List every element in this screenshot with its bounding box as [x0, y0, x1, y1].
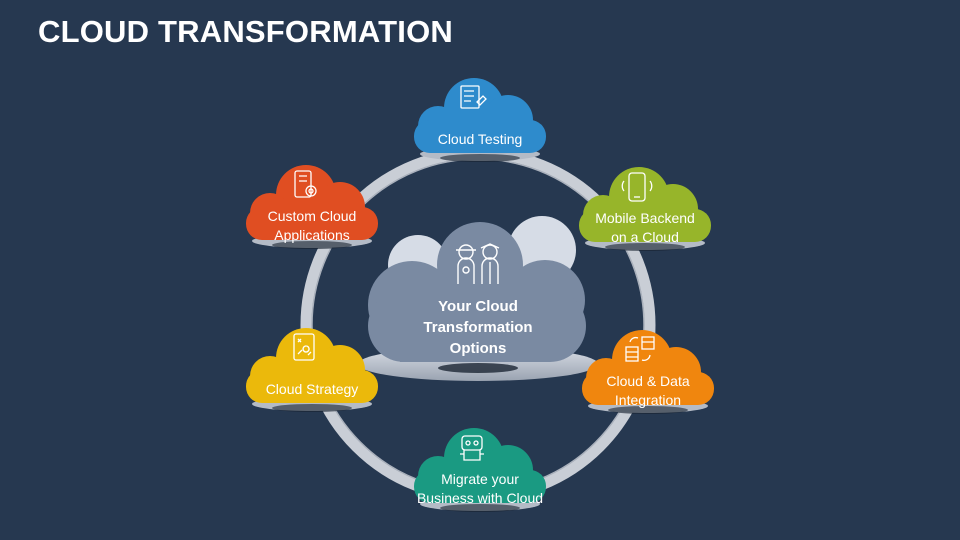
- migration-robot-icon: [460, 435, 484, 461]
- cloud-shape: [246, 328, 378, 403]
- cloud-node-cloud-strategy: [246, 328, 378, 412]
- cloud-shape: [414, 428, 546, 503]
- testing-checklist-icon: [460, 85, 487, 109]
- cloud-label-cloud-data-integration: Cloud & Data Integration: [606, 373, 690, 408]
- center-cloud: [358, 216, 598, 381]
- team-people-icon: [456, 243, 500, 284]
- strategy-board-icon: [293, 333, 315, 361]
- cloud-label-cloud-testing: Cloud Testing: [437, 130, 523, 147]
- cloud-label-custom-applications: Custom Cloud Applications: [267, 208, 357, 243]
- cloud-node-mobile-backend: [579, 167, 711, 251]
- cloud-label-migrate-business: Migrate your Business with Cloud: [416, 471, 544, 506]
- app-settings-icon: [294, 170, 317, 198]
- data-integration-icon: [625, 336, 655, 362]
- mobile-phone-icon: [621, 172, 653, 202]
- cloud-shape: [579, 167, 711, 242]
- slide-title: CLOUD TRANSFORMATION: [38, 14, 453, 49]
- cloud-node-custom-applications: [246, 165, 378, 249]
- nodes-layer: [246, 78, 714, 512]
- cloud-node-cloud-data-integration: [582, 330, 714, 414]
- cloud-shape: [582, 330, 714, 405]
- cloud-shape: [246, 165, 378, 240]
- cloud-label-mobile-backend: Mobile Backend on a Cloud: [595, 210, 695, 245]
- cloud-label-cloud-strategy: Cloud Strategy: [265, 380, 359, 397]
- center-label: Your Cloud Transformation Options: [423, 298, 533, 357]
- cloud-shape: [414, 78, 546, 153]
- cloud-node-migrate-business: [414, 428, 546, 512]
- cloud-node-cloud-testing: [414, 78, 546, 162]
